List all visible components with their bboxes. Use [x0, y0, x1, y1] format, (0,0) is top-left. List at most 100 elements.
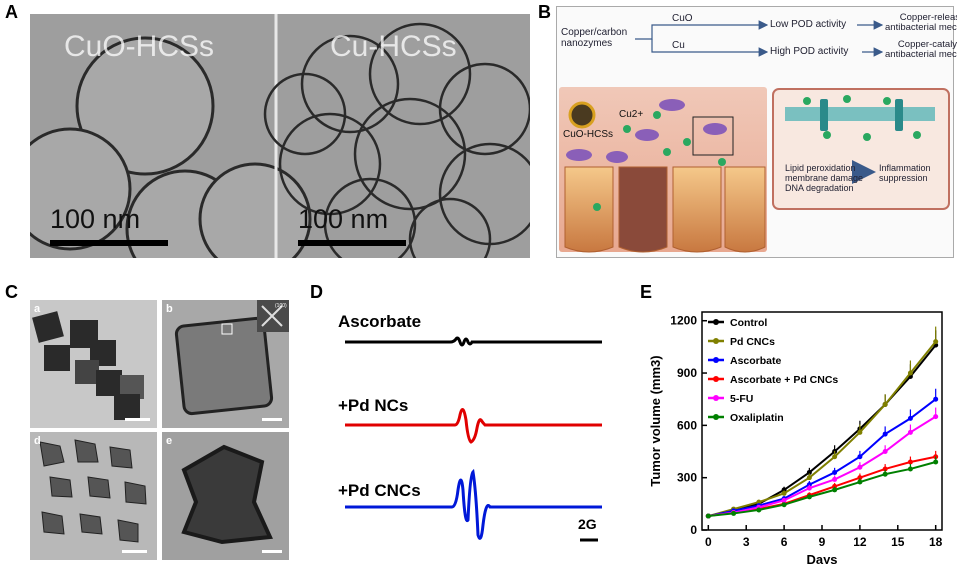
- epr-trace-pd-ncs: [345, 408, 602, 444]
- series-line-2: [708, 398, 937, 518]
- data-point: [907, 415, 913, 421]
- sub-label-e: e: [166, 435, 173, 447]
- panel-label-a: A: [5, 2, 18, 22]
- series-line-1: [708, 341, 937, 518]
- data-point: [806, 485, 812, 491]
- data-point: [781, 502, 787, 508]
- epr-trace-ascorbate: [345, 336, 602, 347]
- data-point: [781, 490, 787, 496]
- series-line-5: [708, 461, 936, 518]
- data-point: [832, 483, 838, 489]
- scale-bar-right: [298, 240, 406, 246]
- legend-entry: 5-FU: [730, 393, 753, 405]
- data-point: [756, 499, 762, 505]
- panel-label-b: B: [538, 2, 551, 22]
- trace-label-pd-cncs: +Pd CNCs: [338, 481, 421, 500]
- cubes-a: [32, 311, 150, 421]
- y-tick-label: 900: [677, 366, 697, 380]
- data-point: [806, 475, 812, 481]
- panel-label-c: C: [5, 282, 18, 302]
- concave-cubes-d: [39, 439, 147, 553]
- tem-title-right: Cu-HCSs: [330, 30, 457, 63]
- legend-marker: [713, 338, 719, 344]
- x-tick-label: 12: [853, 535, 867, 549]
- panel-label-e: E: [640, 282, 653, 302]
- data-point: [857, 464, 863, 470]
- panel-label-d: D: [310, 282, 323, 302]
- data-point: [731, 510, 737, 516]
- source-label: Copper/carbon nanozymes: [561, 27, 628, 49]
- legend-entry: Pd CNCs: [730, 336, 775, 348]
- data-point: [832, 476, 838, 482]
- tem-title-left: CuO-HCSs: [64, 30, 215, 63]
- legend-entry: Ascorbate: [730, 355, 782, 367]
- legend-entry: Ascorbate + Pd CNCs: [730, 374, 838, 386]
- data-point: [857, 475, 863, 481]
- branch-cuo-label: CuO: [672, 13, 693, 24]
- x-tick-label: 6: [781, 535, 788, 549]
- concave-cube-e: [181, 444, 282, 553]
- data-point: [832, 469, 838, 475]
- x-tick-label: 18: [929, 535, 943, 549]
- y-tick-label: 600: [677, 418, 697, 432]
- x-tick-label: 15: [891, 535, 905, 549]
- effects-label: Lipid peroxidation membrane damage DNA d…: [785, 163, 864, 193]
- series-line-4: [708, 415, 937, 518]
- schematic-b: Copper/carbon nanozymes CuO Cu Low POD a…: [556, 6, 957, 258]
- tem-particles-a: [30, 14, 530, 258]
- epr-trace-pd-cncs: [345, 468, 602, 540]
- data-point: [832, 454, 838, 460]
- data-point: [907, 370, 913, 376]
- cube-b: [174, 300, 289, 421]
- epr-scale-label: 2G: [578, 516, 597, 532]
- data-point: [882, 431, 888, 437]
- tem-image-c-a: a: [30, 300, 157, 428]
- outcome-label: Inflammation suppression: [879, 163, 931, 183]
- schematic-b-graphics: [559, 20, 950, 253]
- tem-image-a: CuO-HCSs Cu-HCSs 100 nm 100 nm: [30, 14, 530, 258]
- ion-label: Cu2+: [619, 109, 644, 120]
- epr-spectra: [345, 336, 602, 542]
- tem-image-c-d: d: [30, 432, 157, 560]
- y-tick-label: 300: [677, 471, 697, 485]
- sub-label-d: d: [34, 435, 41, 447]
- data-point: [756, 507, 762, 513]
- data-point: [882, 471, 888, 477]
- trace-label-ascorbate: Ascorbate: [338, 312, 422, 331]
- x-tick-label: 9: [819, 535, 826, 549]
- data-point: [705, 513, 711, 519]
- data-point: [806, 482, 812, 488]
- data-point: [933, 339, 939, 345]
- tem-image-c-e: e: [162, 432, 289, 560]
- data-point: [907, 466, 913, 472]
- legend-marker: [713, 376, 719, 382]
- legend-marker: [713, 319, 719, 325]
- legend-entry: Oxaliplatin: [730, 412, 784, 424]
- particle-label: CuO-HCSs: [563, 129, 614, 140]
- legend-marker: [713, 414, 719, 420]
- tem-image-c-b: b (100): [162, 300, 289, 428]
- data-point: [907, 459, 913, 465]
- data-point: [781, 487, 787, 493]
- sub-label-b: b: [166, 303, 173, 315]
- y-tick-label: 0: [690, 523, 697, 537]
- scale-bar-left: [50, 240, 168, 246]
- x-tick-label: 3: [743, 535, 750, 549]
- y-axis-label: Tumor volume (mm3): [648, 355, 663, 486]
- data-point: [933, 414, 939, 420]
- high-pod-label: High POD activity: [770, 46, 849, 57]
- data-point: [857, 454, 863, 460]
- data-point: [857, 479, 863, 485]
- data-point: [781, 497, 787, 503]
- data-point: [882, 466, 888, 472]
- data-point: [882, 449, 888, 455]
- legend-marker: [713, 357, 719, 363]
- legend-marker: [713, 395, 719, 401]
- data-point: [933, 459, 939, 465]
- copper-catalyzing-label: Copper-catalyzing antibacterial mechanis…: [885, 39, 957, 60]
- copper-releasing-label: Copper-releasing antibacterial mechanism: [885, 12, 957, 33]
- scale-label-left: 100 nm: [50, 204, 141, 234]
- data-point: [806, 494, 812, 500]
- data-point: [857, 429, 863, 435]
